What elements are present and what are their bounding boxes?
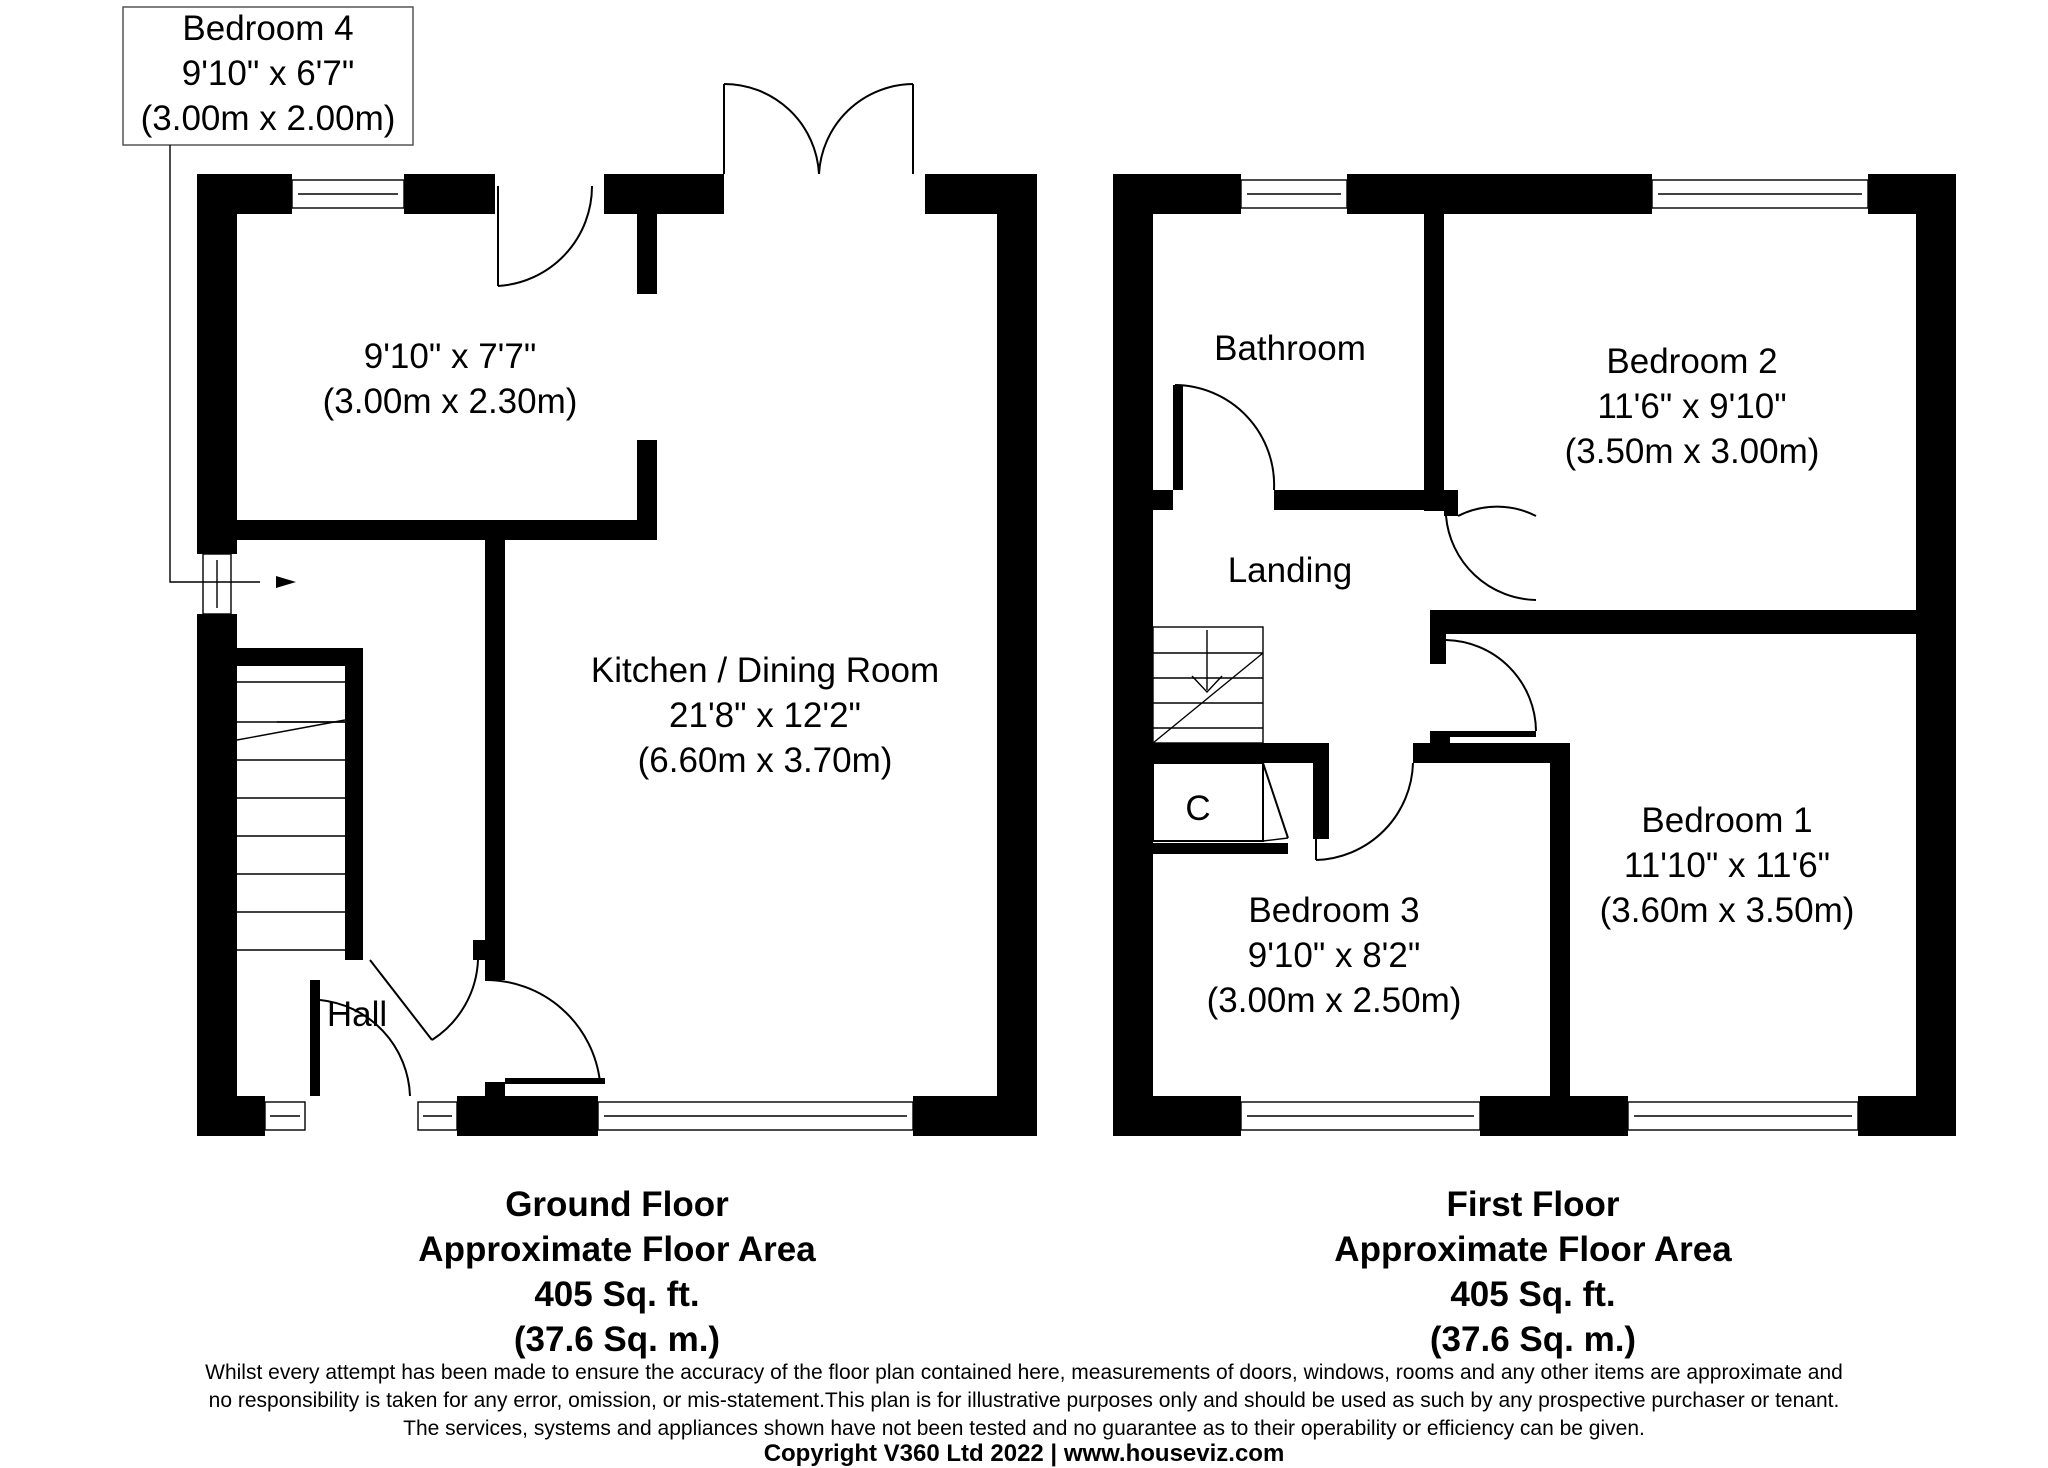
door-french-doors [723, 82, 914, 175]
wall [485, 1082, 505, 1096]
wall [1430, 634, 1446, 664]
bedroom1-size-imperial: 11'10" x 11'6" [1624, 846, 1830, 885]
wall [485, 540, 505, 980]
bedroom1-size-metric: (3.60m x 3.50m) [1600, 891, 1855, 930]
door-bathroom [1174, 384, 1276, 491]
wall [1858, 1096, 1956, 1136]
wall [197, 174, 237, 554]
staircase [236, 681, 346, 951]
wall [1413, 743, 1570, 763]
kitchen-name: Kitchen / Dining Room [591, 651, 939, 690]
landing-name: Landing [1228, 551, 1353, 590]
bedroom2-size-metric: (3.50m x 3.00m) [1565, 432, 1820, 471]
wall [913, 1096, 1037, 1136]
wall [637, 440, 657, 540]
wall [345, 648, 363, 960]
kitchen-size-imperial: 21'8" x 12'2" [669, 696, 861, 735]
disclaimer: Whilst every attempt has been made to en… [60, 1359, 1988, 1443]
ground-floor-plan: Bedroom 4 9'10" x 6'7" (3.00m x 2.00m) 9… [122, 6, 1037, 1136]
first-floor-title: First Floor [1446, 1185, 1620, 1224]
disclaimer-line: The services, systems and appliances sho… [403, 1417, 1645, 1440]
bedroom2-name: Bedroom 2 [1606, 342, 1777, 381]
callout-leader [169, 145, 260, 583]
wall [1153, 743, 1313, 763]
wall [1153, 843, 1288, 850]
door-bedroom3 [1315, 762, 1414, 861]
staircase [1152, 626, 1264, 744]
wall [637, 214, 657, 294]
bedroom1-name: Bedroom 1 [1641, 801, 1812, 840]
first-floor-plan: Bathroom Bedroom 2 11'6" x 9'10" (3.50m … [1113, 174, 1956, 1136]
bedroom2-size-imperial: 11'6" x 9'10" [1597, 387, 1786, 426]
bedroom4-size-imperial: 9'10" x 7'7" [364, 337, 537, 376]
ground-floor-area-sqm: (37.6 Sq. m.) [513, 1320, 721, 1359]
wall [997, 174, 1037, 1136]
wall [1153, 490, 1173, 510]
wall [1550, 743, 1570, 1096]
wall [404, 174, 495, 214]
wall [237, 520, 657, 540]
ground-floor-title: Ground Floor [505, 1185, 729, 1224]
wall [1480, 1096, 1628, 1136]
first-floor-area-sqft: 405 Sq. ft. [1450, 1275, 1616, 1314]
ground-floor-area-label: Approximate Floor Area [418, 1230, 816, 1269]
bedroom4-callout-name: Bedroom 4 [182, 9, 353, 48]
bathroom-name: Bathroom [1214, 329, 1366, 368]
wall [505, 1078, 605, 1084]
door-front [314, 980, 411, 1097]
bedroom4-callout-size-metric: (3.00m x 2.00m) [141, 99, 396, 138]
bedroom4-callout-box [122, 6, 414, 146]
hall-name: Hall [327, 995, 387, 1034]
door-bedroom4-external [497, 185, 594, 287]
kitchen-size-metric: (6.60m x 3.70m) [638, 741, 893, 780]
wall [1444, 490, 1458, 516]
wall [197, 614, 237, 1136]
door-cupboard [1152, 762, 1289, 842]
wall [1274, 490, 1444, 510]
bedroom3-size-metric: (3.00m x 2.50m) [1207, 981, 1462, 1020]
wall [1444, 731, 1536, 737]
first-floor-area-label: Approximate Floor Area [1334, 1230, 1732, 1269]
bedroom3-name: Bedroom 3 [1248, 891, 1419, 930]
wall [237, 648, 363, 666]
bedroom4-size-metric: (3.00m x 2.30m) [323, 382, 578, 421]
wall [1153, 850, 1288, 854]
wall [1424, 214, 1444, 511]
callout-arrow-icon [276, 576, 296, 588]
disclaimer-line: Whilst every attempt has been made to en… [205, 1361, 1843, 1384]
copyright: Copyright V360 Ltd 2022 | www.houseviz.c… [763, 1440, 1285, 1467]
ground-floor-area-sqft: 405 Sq. ft. [534, 1275, 700, 1314]
wall [1430, 610, 1956, 634]
wall [1113, 174, 1153, 1136]
cupboard-name: C [1185, 789, 1210, 828]
door-kitchen [484, 978, 601, 1083]
ground-floor-caption: Ground Floor Approximate Floor Area 405 … [267, 1182, 967, 1362]
wall [473, 940, 485, 960]
door-hall-stairs [369, 959, 479, 1041]
first-floor-area-sqm: (37.6 Sq. m.) [1429, 1320, 1637, 1359]
disclaimer-line: no responsibility is taken for any error… [208, 1389, 1840, 1412]
wall [457, 1096, 598, 1136]
wall [197, 1096, 265, 1136]
door-bedroom1 [1445, 639, 1537, 732]
wall [1173, 385, 1183, 490]
wall [1916, 174, 1956, 1136]
wall [1113, 1096, 1241, 1136]
wall [604, 174, 724, 214]
bedroom3-size-imperial: 9'10" x 8'2" [1248, 936, 1421, 975]
bedroom4-callout-size-imperial: 9'10" x 6'7" [182, 54, 355, 93]
wall [1347, 174, 1652, 214]
first-floor-caption: First Floor Approximate Floor Area 405 S… [1183, 1182, 1883, 1362]
door-bedroom2 [1445, 505, 1537, 601]
